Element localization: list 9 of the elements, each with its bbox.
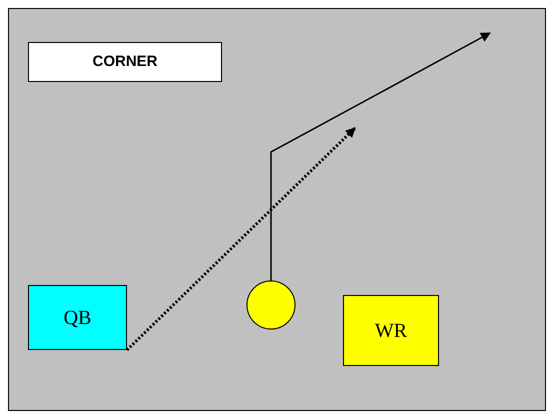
player-label: WR bbox=[374, 318, 408, 344]
player-circle bbox=[246, 280, 296, 330]
title-box bbox=[28, 42, 222, 82]
dotted-arrow bbox=[126, 126, 356, 352]
route-arrow bbox=[270, 32, 491, 281]
player-label: CORNER bbox=[92, 52, 158, 72]
player-box bbox=[28, 285, 127, 350]
player-box bbox=[343, 295, 439, 366]
player-label: QB bbox=[64, 306, 92, 330]
